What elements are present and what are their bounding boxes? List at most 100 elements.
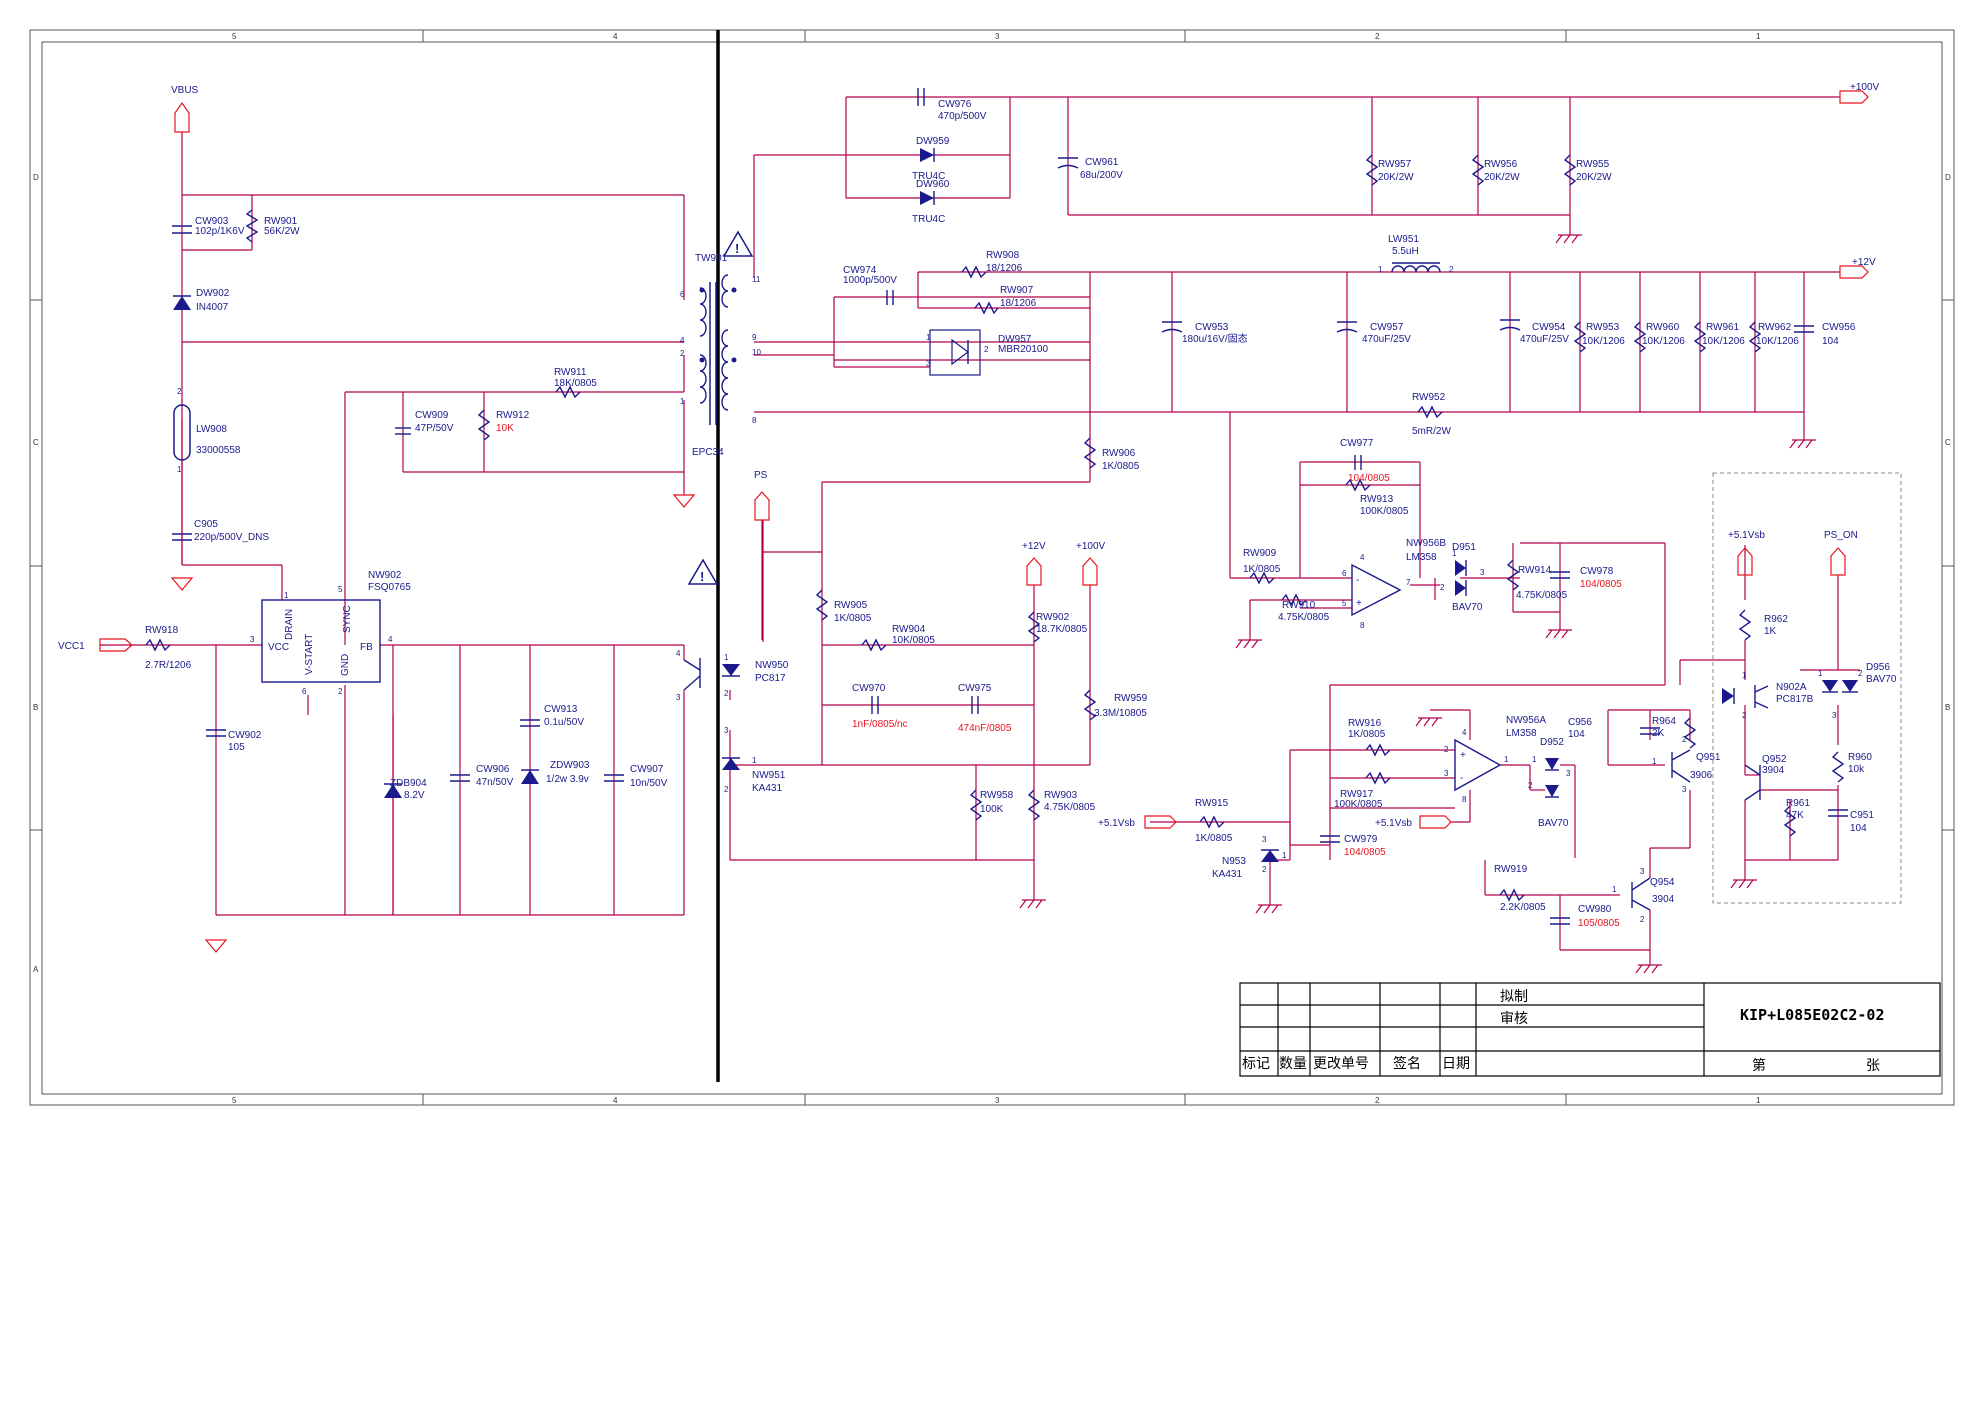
ground-icon bbox=[170, 577, 194, 591]
svg-text:RW906: RW906 bbox=[1102, 448, 1136, 459]
svg-text:9: 9 bbox=[752, 333, 757, 342]
svg-text:RW913: RW913 bbox=[1360, 494, 1394, 505]
svg-text:1K/0805: 1K/0805 bbox=[834, 613, 872, 624]
svg-text:8: 8 bbox=[1360, 621, 1365, 630]
ground-icon bbox=[1019, 899, 1046, 909]
rw914-resistor: RW914 4.75K/0805 bbox=[1506, 559, 1568, 601]
svg-text:DW960: DW960 bbox=[916, 179, 950, 190]
svg-text:3: 3 bbox=[724, 726, 729, 735]
zdb904-zener: ZDB904 8.2V bbox=[384, 778, 427, 801]
svg-text:RW959: RW959 bbox=[1114, 693, 1148, 704]
svg-text:2: 2 bbox=[724, 785, 729, 794]
svg-text:1nF/0805/nc: 1nF/0805/nc bbox=[852, 719, 908, 730]
svg-text:N953: N953 bbox=[1222, 856, 1246, 867]
inner-border bbox=[41, 41, 1943, 1095]
cw909-capacitor: CW909 47P/50V bbox=[395, 410, 454, 435]
outer-border bbox=[29, 29, 1955, 1106]
svg-text:LM358: LM358 bbox=[1406, 552, 1437, 563]
svg-text:100K/0805: 100K/0805 bbox=[1360, 506, 1409, 517]
svg-text:CW956: CW956 bbox=[1822, 322, 1856, 333]
svg-text:RW957: RW957 bbox=[1378, 159, 1412, 170]
rw958-resistor: RW958 100K bbox=[969, 789, 1014, 821]
tw901-transformer: 64 21 119 108 TW901 EPC34 bbox=[680, 253, 761, 458]
svg-text:47K: 47K bbox=[1786, 810, 1804, 821]
rw905-resistor: RW905 1K/0805 bbox=[815, 589, 872, 624]
svg-text:104/0805: 104/0805 bbox=[1348, 473, 1390, 484]
svg-text:D956: D956 bbox=[1866, 662, 1890, 673]
svg-text:6: 6 bbox=[680, 290, 685, 299]
svg-text:180u/16V/固态: 180u/16V/固态 bbox=[1182, 332, 1248, 345]
zone-ticks bbox=[30, 30, 1954, 1105]
ground-icon bbox=[1555, 234, 1582, 244]
rw960-resistor: RW960 10K/1206 bbox=[1633, 321, 1685, 353]
svg-text:CW980: CW980 bbox=[1578, 904, 1612, 915]
rw957-resistor: RW957 20K/2W bbox=[1365, 154, 1414, 186]
rw918-resistor: RW918 2.7R/1206 bbox=[145, 625, 192, 671]
svg-text:18.7K/0805: 18.7K/0805 bbox=[1036, 624, 1088, 635]
svg-text:3904: 3904 bbox=[1762, 765, 1785, 776]
svg-text:10: 10 bbox=[752, 348, 761, 357]
svg-text:+: + bbox=[1356, 598, 1362, 609]
svg-text:3: 3 bbox=[250, 635, 255, 644]
svg-text:NW951: NW951 bbox=[752, 770, 786, 781]
rw912-resistor: RW912 10K bbox=[477, 409, 530, 441]
svg-text:18/1206: 18/1206 bbox=[986, 263, 1023, 274]
svg-text:+12V: +12V bbox=[1022, 541, 1046, 552]
svg-text:CW976: CW976 bbox=[938, 99, 972, 110]
svg-text:+: + bbox=[1460, 750, 1466, 761]
n902a-optocoupler: 12 N902A PC817B bbox=[1722, 671, 1814, 720]
header-mark: 标记 bbox=[1242, 1056, 1270, 1072]
svg-text:104: 104 bbox=[1568, 729, 1585, 740]
svg-text:3: 3 bbox=[1480, 568, 1485, 577]
svg-text:20K/2W: 20K/2W bbox=[1484, 172, 1520, 183]
p5vsb-port: +5.1Vsb bbox=[1098, 815, 1177, 829]
svg-text:VCC1: VCC1 bbox=[58, 641, 85, 652]
p12v-port: +12V bbox=[1839, 257, 1876, 279]
svg-text:104/0805: 104/0805 bbox=[1580, 579, 1622, 590]
svg-text:1000p/500V: 1000p/500V bbox=[843, 275, 897, 286]
svg-text:R964: R964 bbox=[1652, 716, 1676, 727]
svg-text:+5.1Vsb: +5.1Vsb bbox=[1728, 530, 1765, 541]
rw903-resistor: RW903 4.75K/0805 bbox=[1027, 789, 1096, 821]
svg-text:DW902: DW902 bbox=[196, 288, 230, 299]
svg-text:C905: C905 bbox=[194, 519, 218, 530]
svg-text:DRAIN: DRAIN bbox=[284, 609, 295, 640]
svg-text:2: 2 bbox=[680, 349, 685, 358]
svg-text:104: 104 bbox=[1822, 336, 1839, 347]
svg-text:-: - bbox=[1356, 575, 1359, 586]
svg-text:RW905: RW905 bbox=[834, 600, 868, 611]
rw913-resistor: RW913 100K/0805 bbox=[1345, 478, 1409, 517]
svg-text:RW916: RW916 bbox=[1348, 718, 1382, 729]
svg-text:2: 2 bbox=[1440, 583, 1445, 592]
ground-icon bbox=[1255, 904, 1282, 914]
svg-text:GND: GND bbox=[340, 654, 351, 676]
n953-shunt-regulator: 132 N953 KA431 bbox=[1212, 835, 1287, 880]
nw902-ic: NW902 FSQ0765 VCC FB DRAIN V-START GND S… bbox=[250, 570, 411, 696]
svg-text:2: 2 bbox=[177, 387, 182, 396]
svg-text:4.75K/0805: 4.75K/0805 bbox=[1516, 590, 1568, 601]
svg-text:IN4007: IN4007 bbox=[196, 302, 229, 313]
rw952-resistor: RW952 5mR/2W bbox=[1412, 392, 1451, 437]
zone-col-1-bottom: 1 bbox=[1756, 1096, 1761, 1105]
standby-section bbox=[1712, 472, 1902, 904]
svg-text:5: 5 bbox=[1342, 599, 1347, 608]
p100v-port-feedback: +100V bbox=[1076, 541, 1106, 586]
svg-text:3: 3 bbox=[1262, 835, 1267, 844]
svg-text:5: 5 bbox=[338, 585, 343, 594]
cw970-capacitor: CW970 1nF/0805/nc bbox=[852, 683, 908, 730]
zone-col-2-bottom: 2 bbox=[1375, 1096, 1380, 1105]
rw910-resistor: RW910 4.75K/0805 bbox=[1278, 593, 1330, 623]
cw902-capacitor: CW902 105 bbox=[206, 729, 262, 753]
wires bbox=[100, 96, 1860, 965]
cw954-capacitor: CW954 470uF/25V bbox=[1499, 319, 1569, 345]
c905-capacitor: C905 220p/500V_DNS bbox=[172, 519, 269, 543]
q951-transistor: 123 Q951 3906 bbox=[1652, 735, 1721, 794]
ground-icon bbox=[1730, 879, 1757, 889]
svg-text:1: 1 bbox=[1282, 851, 1287, 860]
svg-text:LW951: LW951 bbox=[1388, 234, 1419, 245]
svg-text:100K: 100K bbox=[980, 804, 1004, 815]
svg-text:2: 2 bbox=[984, 345, 989, 354]
